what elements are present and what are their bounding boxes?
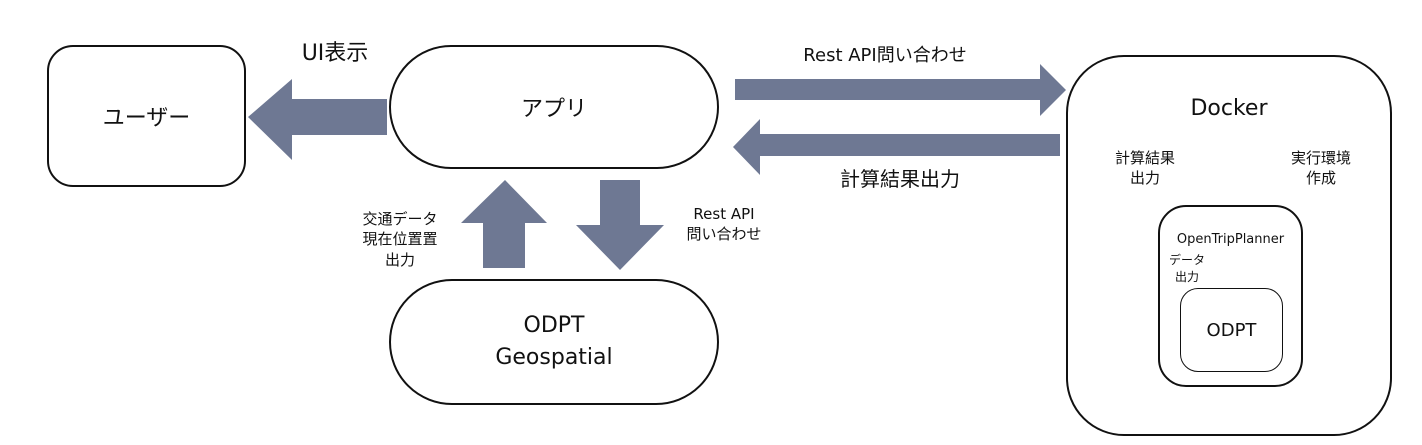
odpt-geospatial-label-2: Geospatial xyxy=(495,345,613,370)
docker-label: Docker xyxy=(1190,96,1268,121)
traffic-data-label-3: 出力 xyxy=(384,250,415,269)
ui-display-arrow xyxy=(248,79,387,160)
calc-result-arrow xyxy=(733,119,1060,175)
user-node: ユーザー xyxy=(47,45,246,187)
traffic-data-label-1: 交通データ xyxy=(362,210,438,228)
odpt-geospatial-node: ODPT Geospatial xyxy=(389,279,719,405)
docker-calc-label-2: 出力 xyxy=(1129,169,1160,188)
rest-api-query-label: Rest API問い合わせ xyxy=(803,45,967,66)
traffic-data-up-arrow xyxy=(461,180,547,268)
rest-api-label-1: Rest API xyxy=(693,205,755,223)
docker-calc-label-1: 計算結果 xyxy=(1114,149,1175,167)
odpt-inner-label: ODPT xyxy=(1206,319,1257,341)
rest-api-down-arrow xyxy=(576,180,664,270)
docker-calc-label: 計算結果 出力 xyxy=(1100,148,1190,189)
data-output-label: データ 出力 xyxy=(1162,252,1212,286)
user-label: ユーザー xyxy=(102,106,191,131)
odpt-inner-node: ODPT xyxy=(1180,288,1283,372)
calc-result-label: 計算結果出力 xyxy=(840,167,960,191)
rest-api-label-2: 問い合わせ xyxy=(686,225,762,244)
rest-api-label: Rest API 問い合わせ xyxy=(664,204,784,245)
exec-env-label: 実行環境 作成 xyxy=(1276,148,1366,189)
data-output-label-1: データ xyxy=(1168,253,1205,267)
app-node: アプリ xyxy=(389,45,719,169)
traffic-data-label-2: 現在位置置 xyxy=(362,230,438,249)
traffic-data-label: 交通データ 現在位置置 出力 xyxy=(340,209,460,270)
data-output-label-2: 出力 xyxy=(1174,269,1199,284)
rest-api-query-arrow xyxy=(735,64,1066,116)
ui-display-label: UI表示 xyxy=(301,41,369,66)
otp-label: OpenTripPlanner xyxy=(1176,232,1285,247)
odpt-geospatial-label-1: ODPT xyxy=(523,313,585,339)
exec-env-label-1: 実行環境 xyxy=(1290,149,1351,167)
app-label: アプリ xyxy=(520,97,587,122)
exec-env-label-2: 作成 xyxy=(1305,169,1336,188)
